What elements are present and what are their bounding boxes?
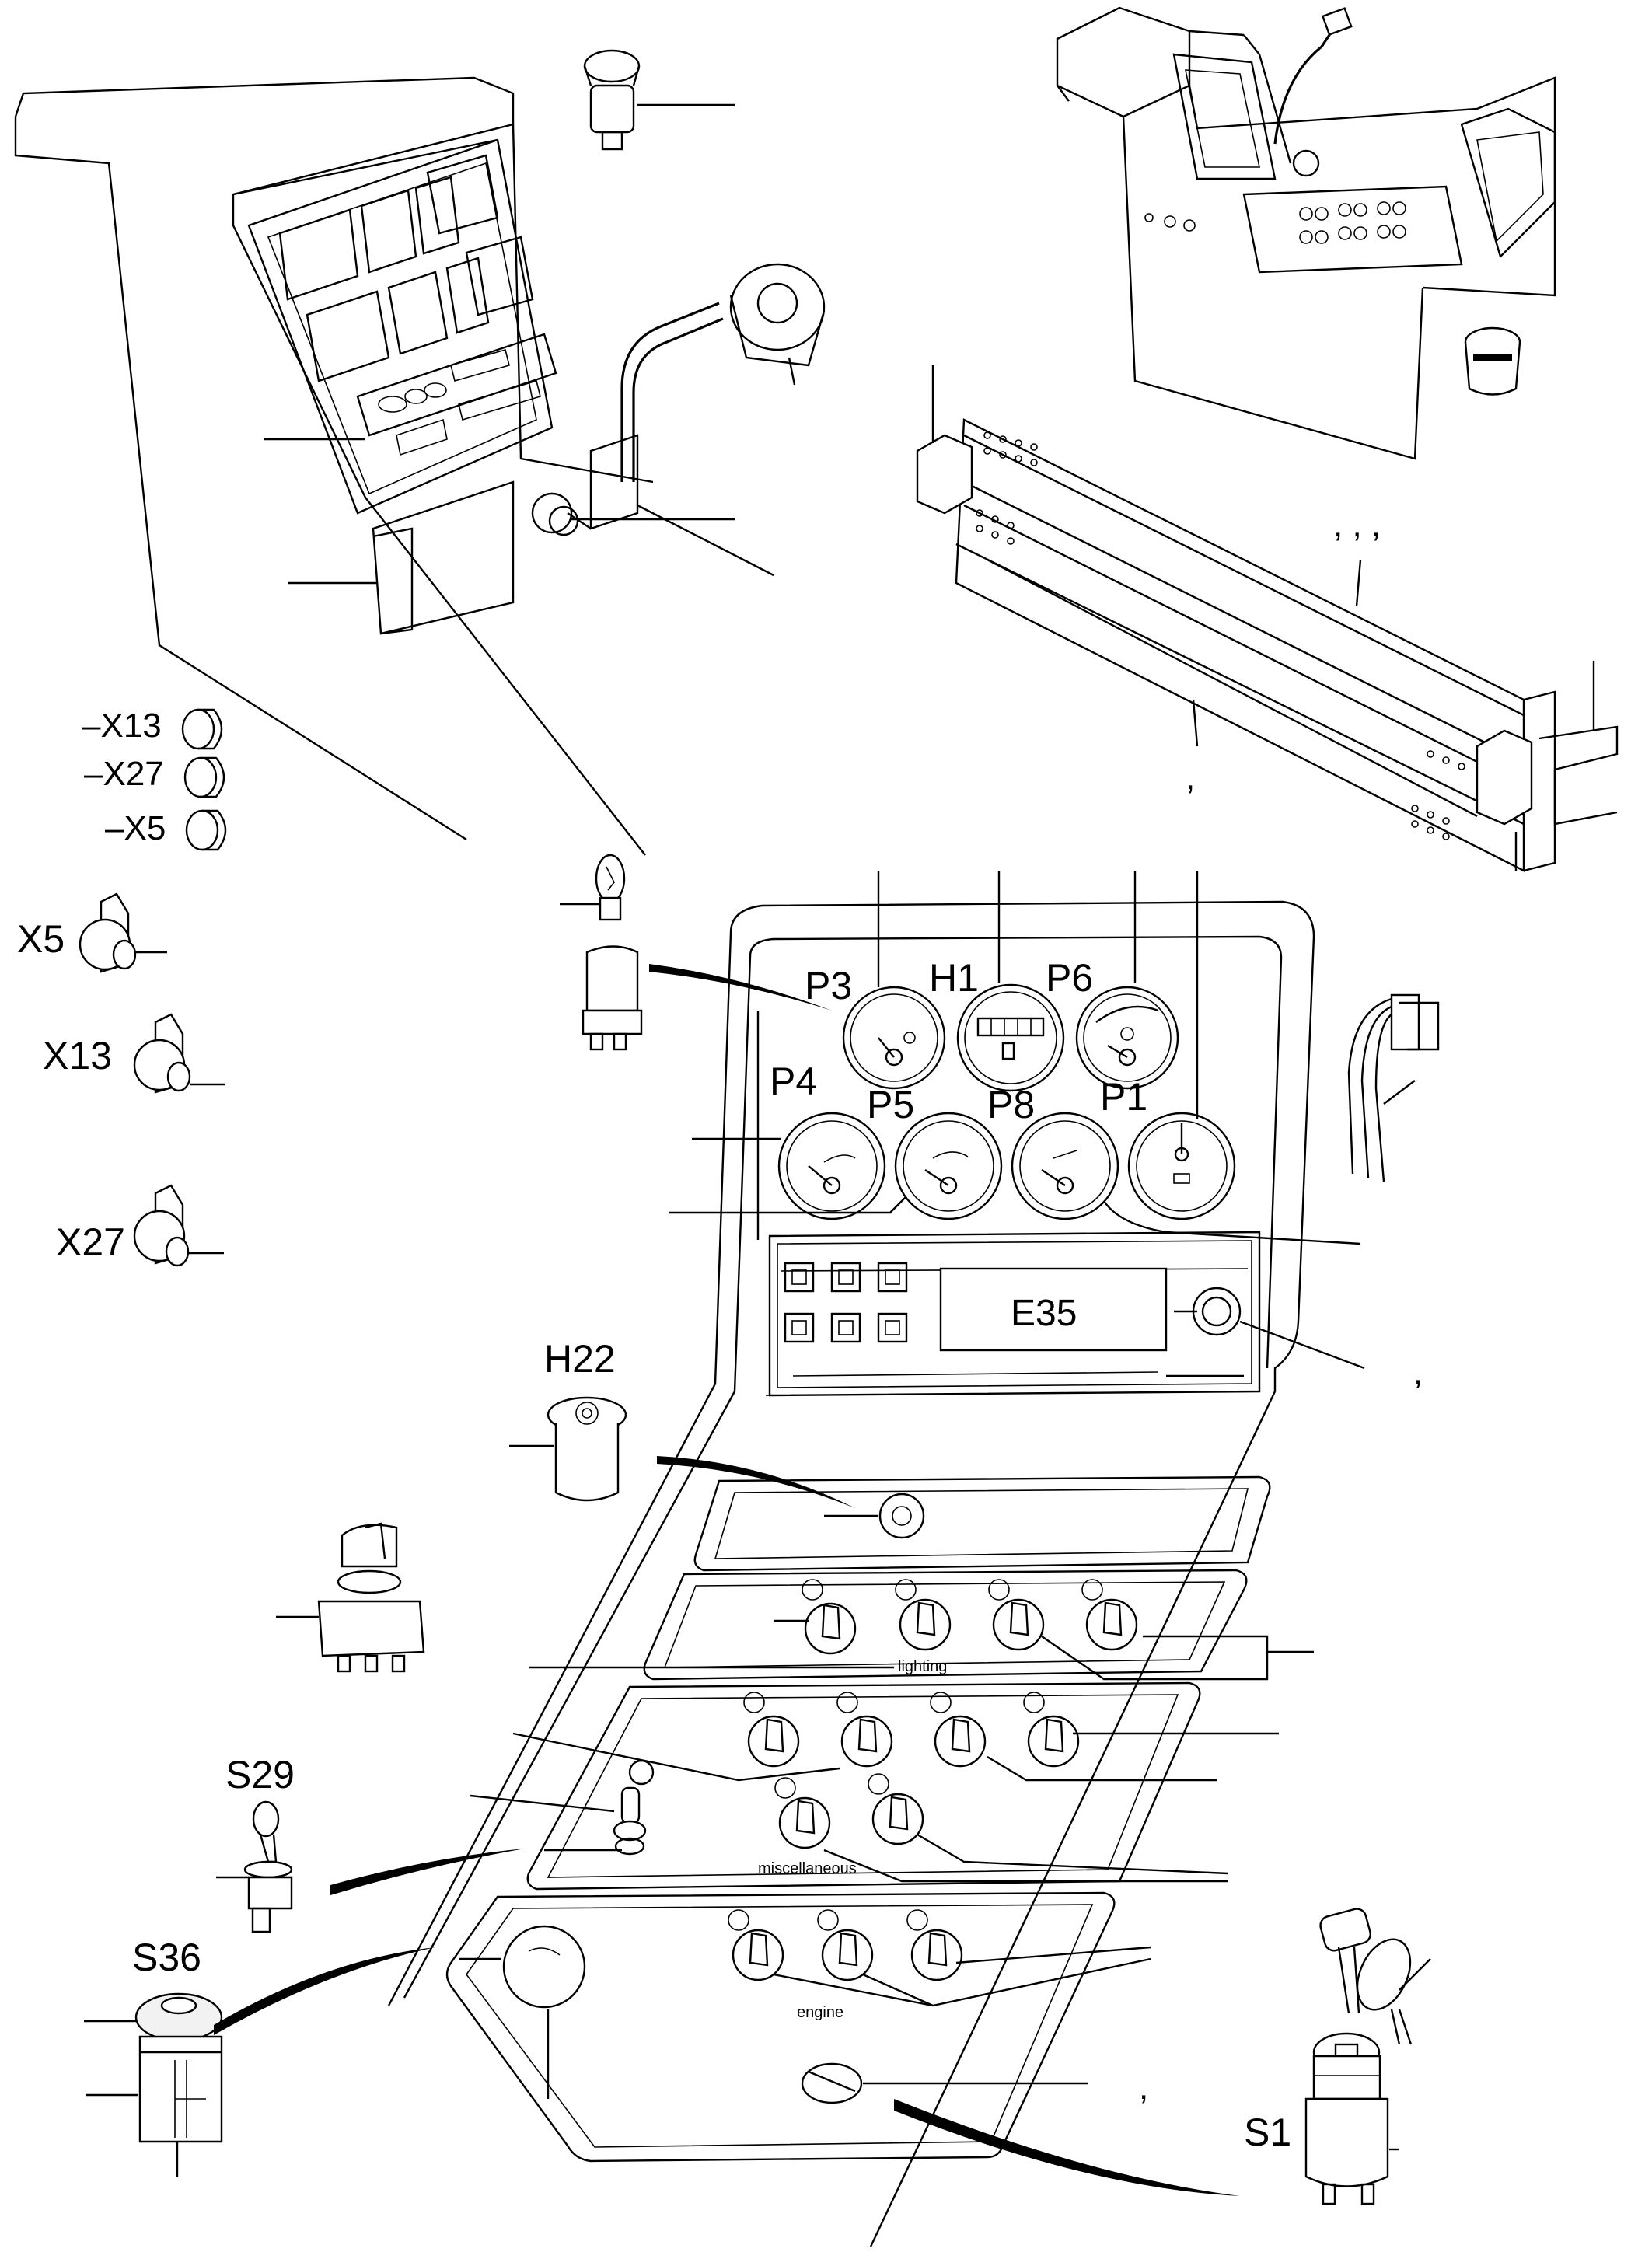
panel-label-lighting: lighting xyxy=(898,1658,947,1675)
callout-p6: P6 xyxy=(1046,956,1093,1000)
callout-s29: S29 xyxy=(225,1753,295,1796)
top-connectors: –X13 –X27 –X5 xyxy=(82,707,227,851)
plug-icon xyxy=(185,809,227,851)
connector-x5: X5 xyxy=(17,892,167,973)
svg-text:–X13: –X13 xyxy=(82,707,162,745)
e35-side-comma: , xyxy=(1413,1353,1423,1391)
rail-top-commas: , , , xyxy=(1333,506,1381,544)
callout-x27-top: X27 xyxy=(103,755,163,793)
knob-icon xyxy=(817,1909,874,1981)
gauge-p4: P4 xyxy=(692,1060,886,1220)
bulb-and-socket xyxy=(560,854,832,1051)
plug-icon xyxy=(183,756,225,798)
callout-p1: P1 xyxy=(1100,1075,1147,1119)
rail-bottom-comma: , xyxy=(1186,759,1195,797)
svg-text:–X5: –X5 xyxy=(105,809,166,847)
gauge-p8: P8 xyxy=(987,1083,1361,1245)
main-panel-outline xyxy=(387,900,1315,2247)
callout-x13-top: X13 xyxy=(100,707,161,745)
connector-x27: X27 xyxy=(56,1184,224,1267)
key-side-comma: , xyxy=(1139,2069,1148,2107)
terminal-rail: , , , , xyxy=(916,365,1619,872)
dash-prefix: – xyxy=(84,755,103,793)
buzzer-h22: H22 xyxy=(509,1337,925,1539)
knob-icon xyxy=(868,1773,924,1845)
indicator-button-grid xyxy=(784,1262,908,1343)
connector-x13: X13 xyxy=(43,1013,225,1094)
knob-icon xyxy=(743,1692,800,1768)
gauge-p6: P6 xyxy=(1046,871,1179,1090)
dash-prefix: – xyxy=(82,707,101,745)
rotary-switch-detail xyxy=(276,1522,425,1673)
emergency-stop-s36: S36 xyxy=(84,1936,435,2177)
callout-x13: X13 xyxy=(43,1034,112,1077)
terminal-studs xyxy=(1299,201,1406,244)
callout-h22: H22 xyxy=(544,1337,616,1381)
callout-p4: P4 xyxy=(770,1060,817,1103)
lighting-switches: lighting xyxy=(529,1579,1314,1681)
gauge-h1: H1 xyxy=(929,871,1065,1092)
svg-text:–X27: –X27 xyxy=(84,755,164,793)
knob-icon xyxy=(1081,1579,1138,1651)
knob-icon xyxy=(802,1579,857,1655)
lower-panel-frames xyxy=(445,1475,1271,2163)
miscellaneous-switches: miscellaneous xyxy=(470,1692,1279,1883)
upper-console xyxy=(14,49,826,856)
gauge-p3: P3 xyxy=(805,871,946,1090)
knob-icon xyxy=(906,1909,963,1981)
cable-harness xyxy=(1347,993,1440,1182)
knob-icon xyxy=(895,1579,952,1651)
callout-p8: P8 xyxy=(987,1083,1035,1126)
ignition-switch-s1: S1 xyxy=(1244,2032,1399,2205)
gauge-p1: P1 xyxy=(1100,871,1236,1220)
display-label-e35: E35 xyxy=(1011,1293,1077,1334)
dash-prefix: – xyxy=(105,809,124,847)
callout-x5-top: X5 xyxy=(124,809,166,847)
key-icon xyxy=(1319,1908,1431,2045)
toggle-switch-s29: S29 xyxy=(216,1753,525,1933)
callout-h1: H1 xyxy=(929,956,979,1000)
callout-s1: S1 xyxy=(1244,2111,1291,2154)
knob-icon xyxy=(836,1692,893,1768)
knob-icon xyxy=(930,1692,987,1768)
callout-p5: P5 xyxy=(867,1083,914,1126)
callout-x5: X5 xyxy=(17,917,65,961)
knob-icon xyxy=(728,1909,784,1981)
callout-x27: X27 xyxy=(56,1220,125,1264)
engine-switches: engine , xyxy=(459,1909,1240,2196)
knob-icon xyxy=(988,1579,1045,1651)
knob-icon xyxy=(1023,1692,1080,1768)
callout-s36: S36 xyxy=(132,1936,201,1979)
panel-label-engine: engine xyxy=(797,2004,843,2021)
gauge-p5: P5 xyxy=(669,1083,1003,1220)
perforation-pattern xyxy=(976,431,1465,840)
knob-icon xyxy=(774,1777,831,1849)
plug-icon xyxy=(181,708,223,750)
panel-label-miscellaneous: miscellaneous xyxy=(758,1860,857,1877)
display-module-e35: E35 , xyxy=(768,1231,1423,1397)
right-console-3d xyxy=(1056,6,1556,460)
callout-p3: P3 xyxy=(805,964,852,1007)
